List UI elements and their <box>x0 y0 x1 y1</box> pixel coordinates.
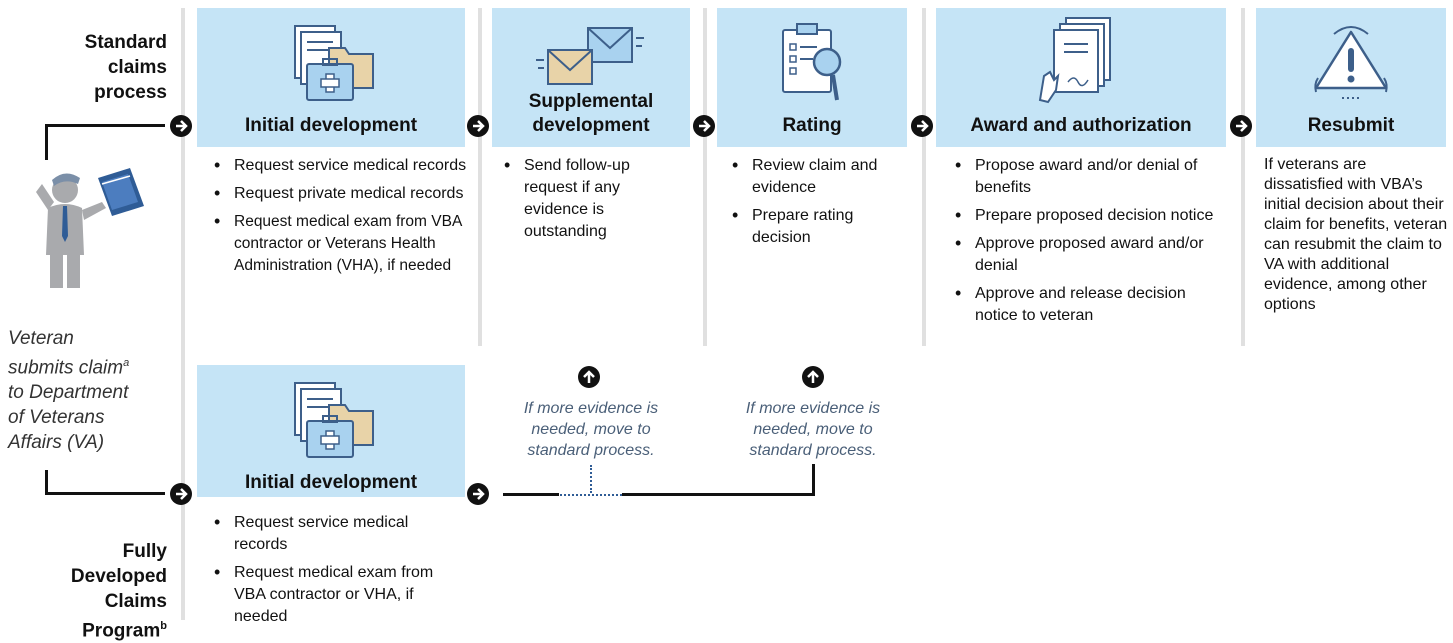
fdc-bullets: Request service medical records Request … <box>210 511 460 634</box>
list-item: Request medical exam from VBA contractor… <box>210 210 470 277</box>
list-item: Propose award and/or denial of benefits <box>951 154 1219 199</box>
divider <box>478 8 482 346</box>
dotted-connector <box>590 465 592 493</box>
divider <box>1241 8 1245 346</box>
right-arrow-icon <box>170 483 192 505</box>
signed-document-icon <box>1038 17 1111 104</box>
up-arrow-icon <box>802 366 824 388</box>
list-item: Approve and release decision notice to v… <box>951 282 1219 327</box>
move-to-standard-note: If more evidence is needed, move to stan… <box>745 400 881 459</box>
connector-line <box>812 464 815 496</box>
right-arrow-icon <box>467 115 489 137</box>
list-item: Request medical exam from VBA contractor… <box>210 561 460 628</box>
rating-box: Rating <box>717 8 907 147</box>
connector-line <box>45 124 48 160</box>
footnote-a: a <box>123 357 130 369</box>
step-title: Supplemental development <box>528 91 654 136</box>
award-bullets: Propose award and/or denial of benefits … <box>951 154 1219 333</box>
divider <box>181 8 185 620</box>
standard-process-label: Standard claims process <box>84 32 167 103</box>
divider <box>922 8 926 346</box>
supplemental-bullets: Send follow-up request if any evidence i… <box>500 154 670 249</box>
warning-icon <box>1314 26 1388 99</box>
medical-records-icon <box>294 25 374 101</box>
veteran-caption: Veteran submits claima to Department of … <box>8 326 168 455</box>
fdc-program-label: Fully Developed Claims Programb <box>20 514 167 643</box>
step-title: Resubmit <box>1307 115 1395 136</box>
list-item: Prepare rating decision <box>728 204 888 249</box>
envelopes-icon <box>536 27 644 85</box>
veteran-figure-icon <box>36 168 144 288</box>
connector-line <box>45 470 48 494</box>
connector-line <box>45 492 165 495</box>
divider <box>703 8 707 346</box>
right-arrow-icon <box>693 115 715 137</box>
list-item: Request service medical records <box>210 154 470 177</box>
list-item: Request private medical records <box>210 182 470 205</box>
dotted-connector <box>560 494 622 496</box>
veteran-caption-line3: to Department of Veterans Affairs (VA) <box>8 382 129 454</box>
step-title: Rating <box>782 115 842 136</box>
right-arrow-icon <box>911 115 933 137</box>
fdc-program-text: Fully Developed Claims Program <box>70 541 167 642</box>
fdc-initial-development-box: Initial development <box>197 365 465 497</box>
veteran-caption-line1: Veteran <box>8 328 74 349</box>
right-arrow-icon <box>170 115 192 137</box>
up-arrow-icon <box>578 366 600 388</box>
list-item: Approve proposed award and/or denial <box>951 232 1219 277</box>
initial-development-box: Initial development <box>197 8 465 147</box>
resubmit-text: If veterans are dissatisfied with VBA’s … <box>1264 156 1448 313</box>
resubmit-box: Resubmit <box>1256 8 1446 147</box>
connector-line <box>503 493 559 496</box>
clipboard-magnifier-icon <box>782 23 842 101</box>
step-title: Initial development <box>244 115 418 136</box>
step-title: Award and authorization <box>970 115 1192 136</box>
medical-records-icon <box>294 382 374 458</box>
list-item: Prepare proposed decision notice <box>951 204 1219 227</box>
award-authorization-box: Award and authorization <box>936 8 1226 147</box>
move-to-standard-note: If more evidence is needed, move to stan… <box>523 400 659 459</box>
right-arrow-icon <box>1230 115 1252 137</box>
step-title: Initial development <box>244 472 418 493</box>
veteran-caption-line2: submits claima <box>8 357 130 379</box>
rating-bullets: Review claim and evidence Prepare rating… <box>728 154 888 255</box>
list-item: Review claim and evidence <box>728 154 888 199</box>
initial-development-bullets: Request service medical records Request … <box>210 154 470 283</box>
connector-line <box>45 124 165 127</box>
list-item: Send follow-up request if any evidence i… <box>500 154 670 243</box>
supplemental-development-box: Supplemental development <box>492 8 690 147</box>
footnote-b: b <box>160 620 167 632</box>
connector-line <box>622 493 815 496</box>
right-arrow-icon <box>467 483 489 505</box>
list-item: Request service medical records <box>210 511 460 556</box>
